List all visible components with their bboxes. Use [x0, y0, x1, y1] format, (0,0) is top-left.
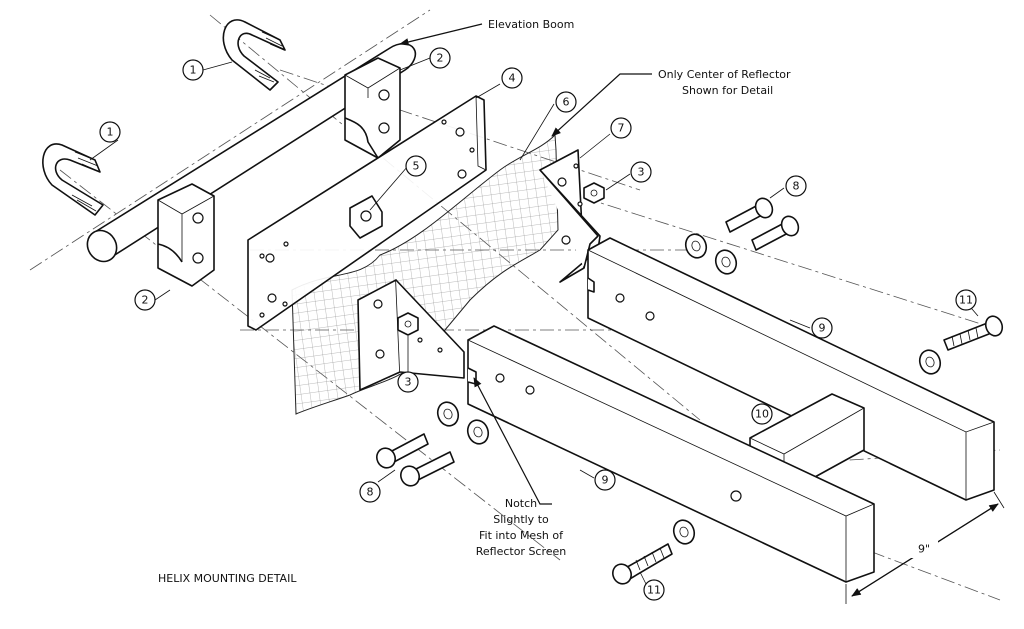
mounting-plate: [247, 95, 487, 331]
beam-top: [587, 237, 995, 501]
svg-text:2: 2: [142, 294, 149, 307]
elevation-boom-label: Elevation Boom: [488, 18, 574, 31]
bolts-top: [725, 197, 800, 251]
part-balloon-beam-top: 9: [811, 317, 833, 339]
notch-note-line2: Slightly to: [493, 513, 549, 526]
bracket-bottom: [357, 279, 465, 391]
notch-note-line1: Notch: [505, 497, 537, 510]
clamp-bottom: [157, 183, 215, 287]
svg-text:8: 8: [367, 486, 374, 499]
nut-bottom: [397, 312, 419, 336]
notch-note-line4: Reflector Screen: [476, 545, 567, 558]
part-balloon-u-bolt-left: 1: [99, 121, 121, 143]
svg-text:6: 6: [563, 96, 570, 109]
svg-text:4: 4: [509, 72, 516, 85]
part-balloon-bolts-bottom: 8: [359, 481, 381, 503]
washers-top: [684, 233, 738, 275]
part-balloon-lag-top: 11: [955, 289, 977, 311]
part-balloon-spacer: 10: [751, 403, 773, 425]
part-balloon-nut-bottom: 3: [397, 371, 419, 393]
part-balloon-clamp-top: 2: [429, 47, 451, 69]
reflector-note-line2: Shown for Detail: [682, 84, 773, 97]
nut-top: [583, 182, 605, 204]
svg-text:10: 10: [755, 408, 769, 421]
svg-text:2: 2: [437, 52, 444, 65]
svg-text:11: 11: [959, 294, 973, 307]
u-bolt-top: [222, 19, 286, 91]
part-balloon-plate: 4: [501, 67, 523, 89]
svg-text:7: 7: [618, 122, 625, 135]
part-balloon-plate-hole: 5: [405, 155, 427, 177]
part-balloon-bracket-top: 7: [610, 117, 632, 139]
part-balloon-nut-top: 3: [630, 161, 652, 183]
svg-text:1: 1: [107, 126, 114, 139]
clamp-top: [344, 57, 401, 159]
part-balloon-u-bolt-top: 1: [182, 59, 204, 81]
washer-lag-top: [918, 349, 942, 375]
leader-lines: [89, 23, 979, 585]
notch-note-line3: Fit into Mesh of: [479, 529, 564, 542]
svg-text:8: 8: [793, 180, 800, 193]
washers-bottom: [436, 401, 490, 445]
lag-screw-bottom: [612, 543, 673, 585]
diagram-title: HELIX MOUNTING DETAIL: [158, 572, 297, 585]
reflector-note-line1: Only Center of Reflector: [658, 68, 791, 81]
bracket-top: [539, 149, 601, 283]
part-balloon-bolts-top: 8: [785, 175, 807, 197]
svg-text:3: 3: [405, 376, 412, 389]
lag-screw-top: [943, 315, 1004, 351]
part-balloon-beam-bottom: 9: [594, 469, 616, 491]
svg-text:5: 5: [413, 160, 420, 173]
svg-text:11: 11: [647, 584, 661, 597]
u-bolt-left: [42, 143, 104, 216]
dimension-9in: 9": [845, 491, 1005, 604]
svg-text:9: 9: [819, 322, 826, 335]
svg-text:3: 3: [638, 166, 645, 179]
part-balloon-screen: 6: [555, 91, 577, 113]
dimension-label: 9": [918, 543, 930, 556]
svg-text:9: 9: [602, 474, 609, 487]
part-balloon-lag-bottom: 11: [643, 579, 665, 601]
bolts-bottom: [376, 433, 455, 487]
svg-text:1: 1: [190, 64, 197, 77]
part-balloon-clamp-bottom: 2: [134, 289, 156, 311]
washer-lag-bottom: [672, 519, 696, 545]
